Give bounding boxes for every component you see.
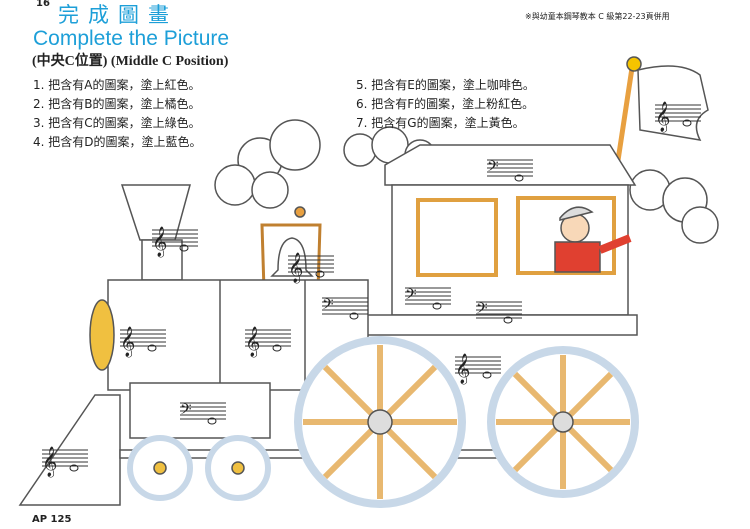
treble-clef-icon: 𝄞	[455, 353, 470, 385]
bass-clef-icon: 𝄢	[476, 300, 488, 321]
treble-clef-icon: 𝄞	[42, 446, 57, 478]
whole-note	[503, 316, 513, 324]
instruction-4: 4. 把含有D的圖案，塗上藍色。	[33, 135, 202, 149]
whole-note	[482, 371, 492, 379]
instruction-6: 6. 把含有F的圖案，塗上粉紅色。	[356, 97, 535, 111]
bass-clef-icon: 𝄢	[180, 401, 192, 422]
bass-clef-icon: 𝄢	[405, 286, 417, 307]
bass-clef-icon: 𝄢	[322, 296, 334, 317]
clefs: 𝄞 𝄞 𝄞 𝄞 𝄞 𝄢 𝄢 𝄢 𝄢 𝄞 𝄢 𝄞	[42, 101, 670, 478]
treble-clef-icon: 𝄞	[288, 252, 303, 284]
reference-note: ※與幼童本鋼琴教本 C 級第22-23頁併用	[525, 12, 670, 21]
subtitle: (中央C位置) (Middle C Position)	[32, 54, 229, 69]
whole-note	[682, 119, 692, 127]
whole-note	[272, 344, 282, 352]
instruction-2: 2. 把含有B的圖案，塗上橘色。	[33, 97, 201, 111]
whole-note	[147, 344, 157, 352]
music-staffs	[42, 104, 701, 472]
treble-clef-icon: 𝄞	[152, 226, 167, 258]
footer-code: AP 125	[32, 514, 72, 525]
whole-note	[179, 244, 189, 252]
page-number: 16	[36, 0, 50, 9]
instruction-1: 1. 把含有A的圖案，塗上紅色。	[33, 78, 201, 92]
treble-clef-icon: 𝄞	[120, 326, 135, 358]
whole-note	[315, 270, 325, 278]
conductor	[554, 206, 632, 273]
title-chinese: 完成圖畫	[58, 3, 178, 27]
instruction-3: 3. 把含有C的圖案，塗上綠色。	[33, 116, 201, 130]
whole-note	[432, 302, 442, 310]
chimney	[120, 184, 191, 281]
instruction-5: 5. 把含有E的圖案，塗上咖啡色。	[356, 78, 535, 92]
treble-clef-icon: 𝄞	[655, 101, 670, 133]
whole-note	[349, 312, 359, 320]
whole-note	[207, 417, 217, 425]
instruction-7: 7. 把含有G的圖案，塗上黃色。	[356, 116, 525, 130]
title-english: Complete the Picture	[33, 27, 230, 50]
bass-clef-icon: 𝄢	[487, 158, 499, 179]
front-box	[129, 382, 271, 439]
whole-note	[69, 464, 79, 472]
treble-clef-icon: 𝄞	[245, 326, 260, 358]
whole-note	[514, 174, 524, 182]
